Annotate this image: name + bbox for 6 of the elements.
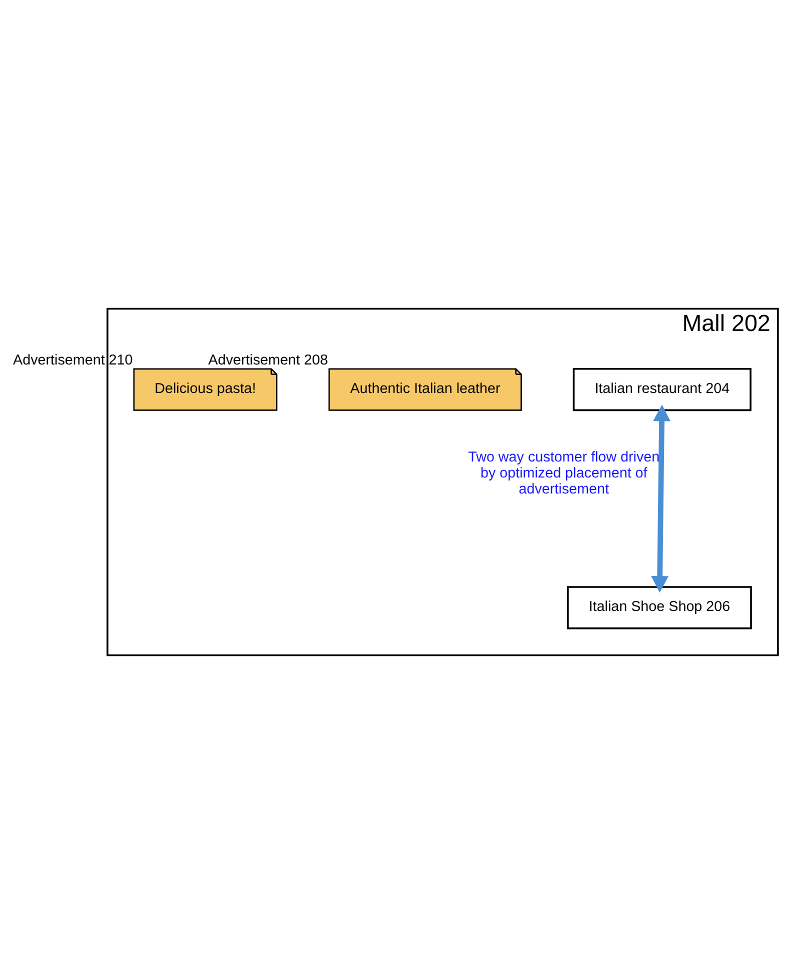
node-box: Italian Shoe Shop 206	[567, 586, 752, 630]
node-label: Advertisement 210	[13, 352, 133, 368]
arrow	[651, 404, 670, 593]
node-label: Advertisement 208	[208, 352, 328, 368]
node-box: Italian restaurant 204	[572, 368, 752, 412]
edge-label: Two way customer flow driven by optimized placement of advertisement	[468, 449, 660, 498]
